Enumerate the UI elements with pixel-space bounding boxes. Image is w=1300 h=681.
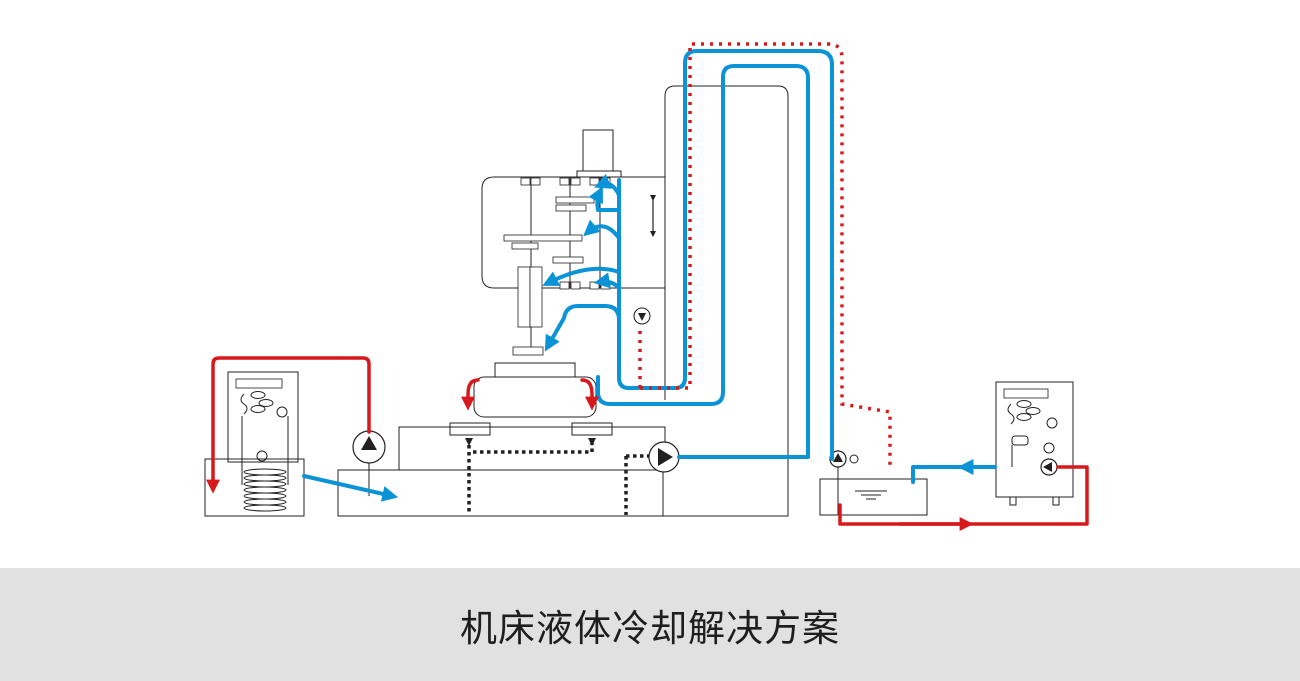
- right-chiller: [995, 381, 1074, 506]
- gearbox: [503, 177, 611, 356]
- return-dotted-loop: [638, 42, 892, 470]
- pump-icon: [633, 307, 651, 325]
- machine-base: [337, 426, 666, 517]
- drain-lines: [467, 438, 649, 515]
- return-lines: [206, 356, 1089, 531]
- cooling-coil: [243, 468, 287, 512]
- fan-icon: [1016, 400, 1041, 421]
- left-chiller: [204, 371, 305, 517]
- cooling-system-diagram: [204, 42, 1089, 531]
- pump-icon: [352, 430, 386, 496]
- reservoir-tank: [819, 466, 928, 516]
- pump-icon: [648, 441, 680, 473]
- fan-icon: [250, 391, 274, 413]
- coolant-supply-lines: [302, 49, 997, 502]
- machine-column: [663, 85, 789, 517]
- gauge-icon: [276, 406, 288, 418]
- pump-icon: [1040, 458, 1058, 476]
- caption-bar: 机床液体冷却解决方案: [0, 568, 1300, 681]
- diagram-caption: 机床液体冷却解决方案: [460, 606, 840, 650]
- gauge-icon: [1046, 417, 1058, 429]
- pump-icon: [829, 450, 859, 468]
- worktable: [449, 362, 613, 436]
